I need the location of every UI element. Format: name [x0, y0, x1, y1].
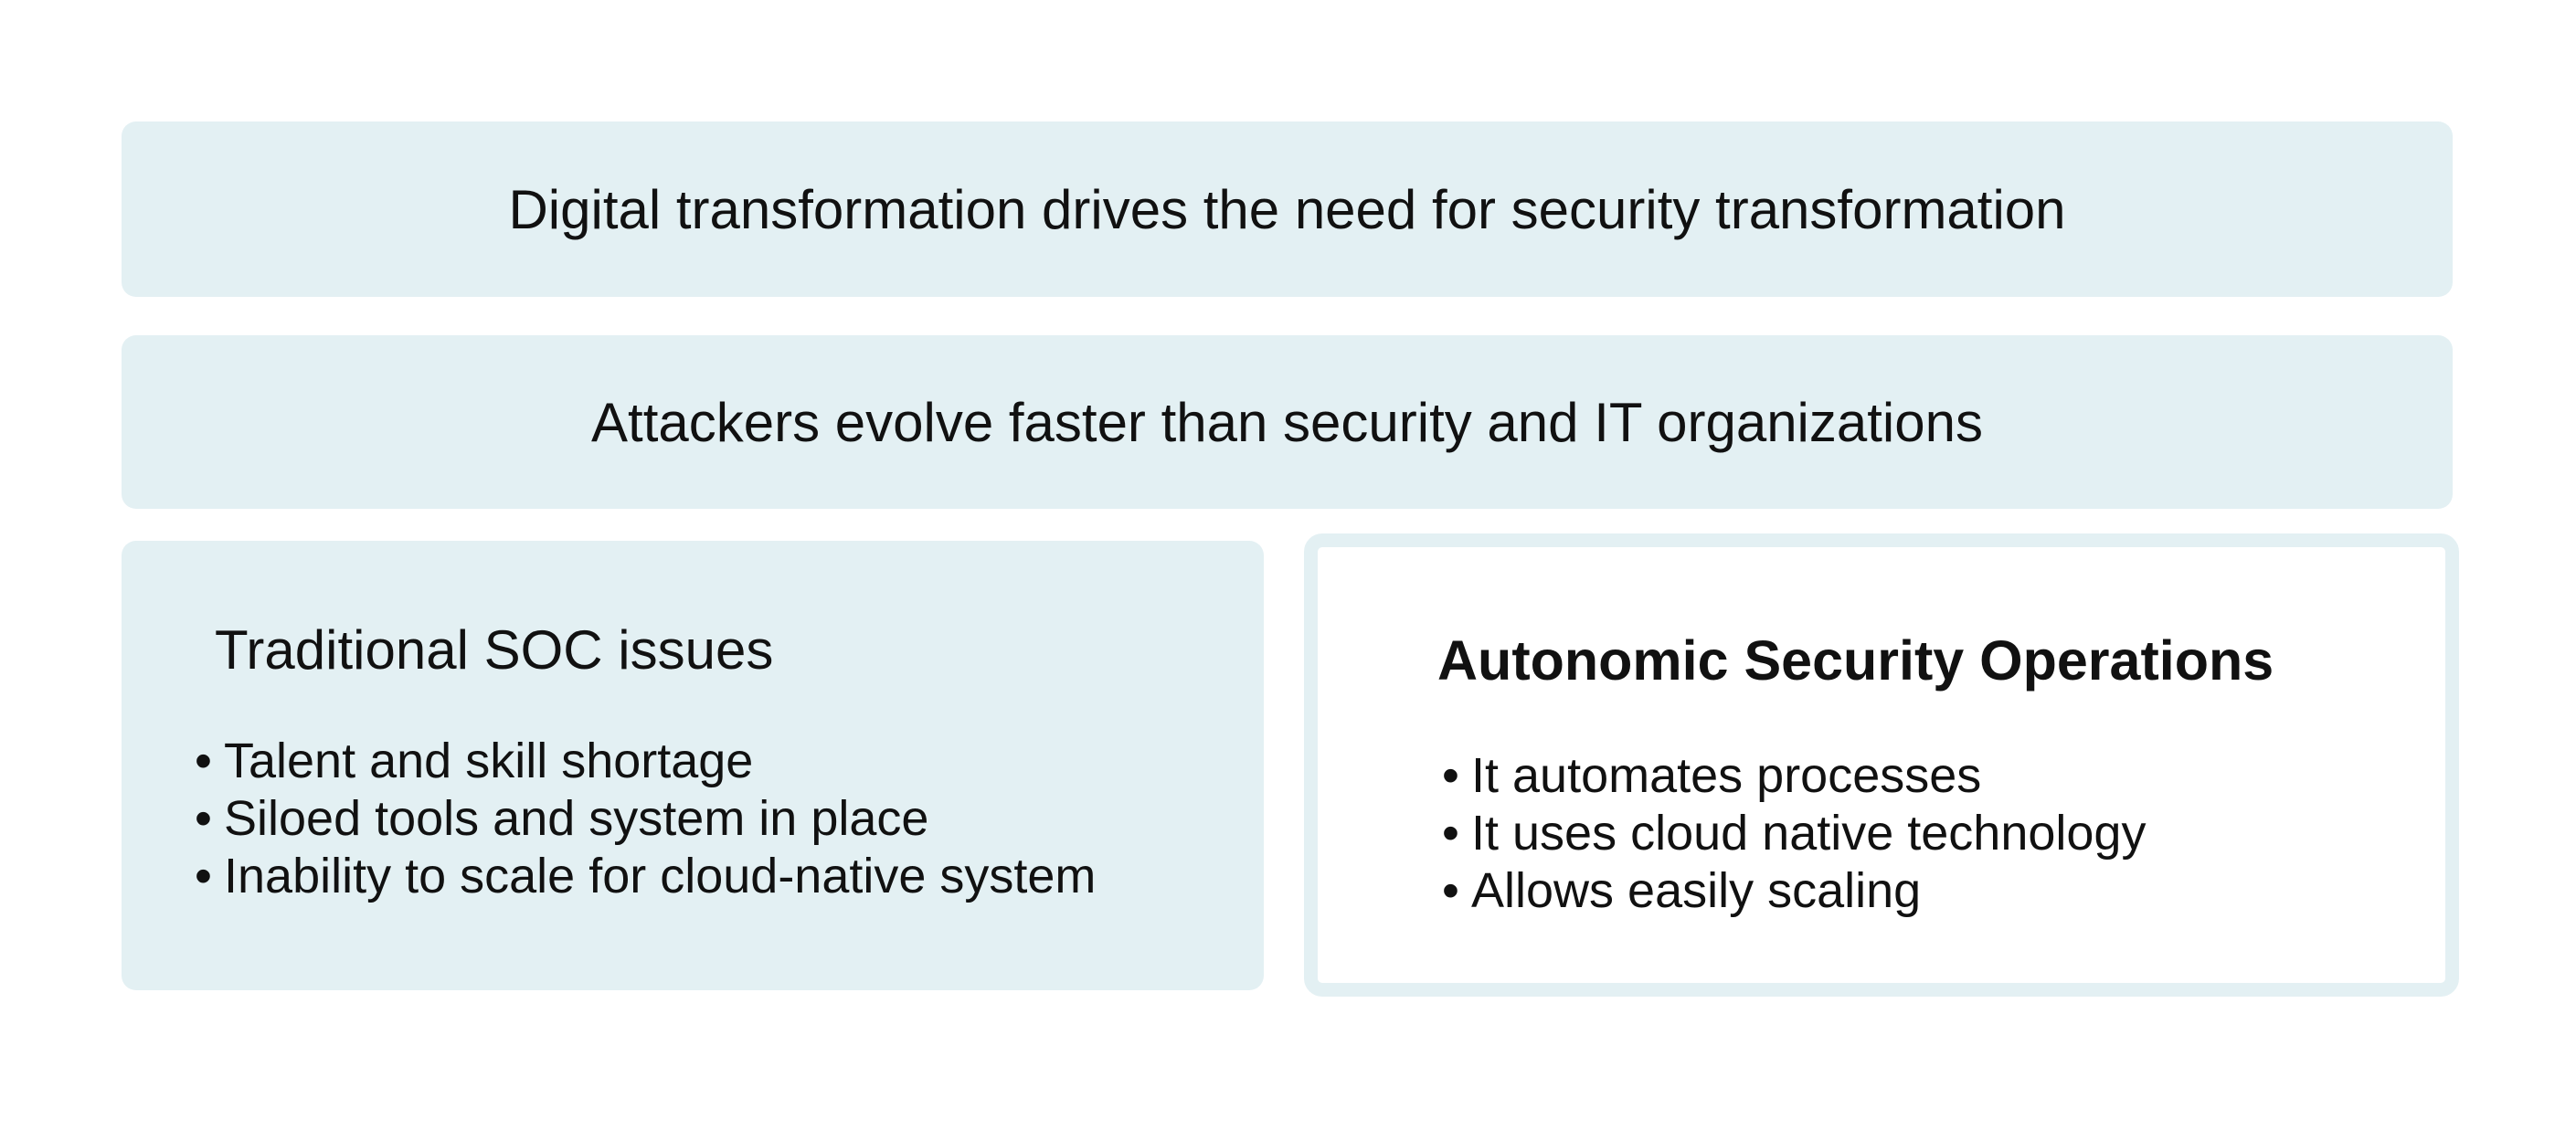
banner-text: Attackers evolve faster than security an…: [591, 391, 1983, 453]
banner-attackers: Attackers evolve faster than security an…: [122, 335, 2453, 509]
list-item: Siloed tools and system in place: [195, 790, 1096, 848]
autonomic-security-panel: Autonomic Security Operations It automat…: [1304, 533, 2459, 997]
banner-digital-transformation: Digital transformation drives the need f…: [122, 121, 2453, 297]
list-item: Talent and skill shortage: [195, 733, 1096, 790]
banner-text: Digital transformation drives the need f…: [508, 178, 2066, 240]
list-item: It automates processes: [1442, 747, 2146, 805]
list-item: Allows easily scaling: [1442, 862, 2146, 920]
list-item: It uses cloud native technology: [1442, 805, 2146, 862]
issue-list: Talent and skill shortage Siloed tools a…: [195, 733, 1096, 905]
benefit-list: It automates processes It uses cloud nat…: [1442, 747, 2146, 920]
panel-title: Autonomic Security Operations: [1437, 629, 2274, 692]
list-item: Inability to scale for cloud-native syst…: [195, 848, 1096, 905]
traditional-soc-panel: Traditional SOC issues Talent and skill …: [122, 541, 1264, 990]
panel-title: Traditional SOC issues: [215, 619, 774, 681]
